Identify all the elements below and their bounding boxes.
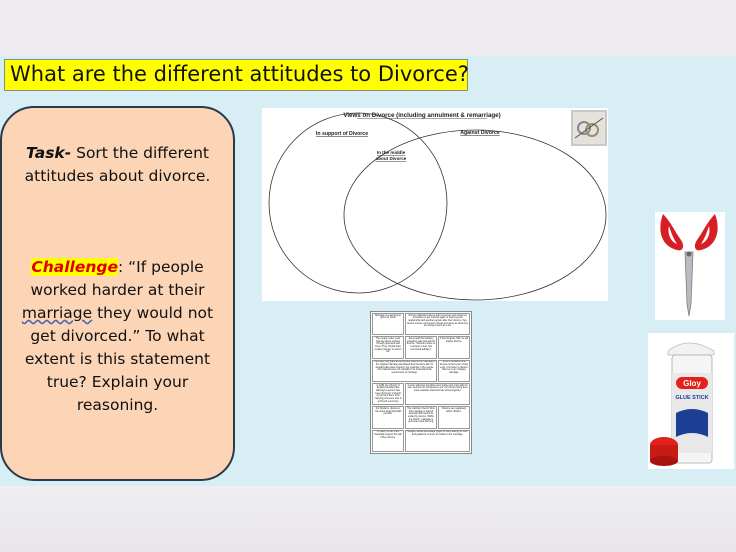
- slide-title[interactable]: What are the different attitudes to Divo…: [4, 59, 469, 91]
- challenge-text-after: they would not get divorced.” To what ex…: [24, 304, 214, 414]
- task-label: Task-: [26, 144, 72, 162]
- card: Divorce can negatively affect children.: [438, 406, 470, 429]
- card: The couple make vows that say about work…: [372, 336, 404, 359]
- task-card[interactable]: Task- Sort the different attitudes about…: [0, 106, 235, 481]
- venn-left-circle: [268, 112, 448, 294]
- card: If God forgives SIN, he will forgive div…: [438, 336, 470, 359]
- venn-middle-label-2: about Divorce: [376, 156, 407, 161]
- challenge-label: Challenge: [31, 258, 118, 276]
- card: Jesus said that adultery (cheating) was …: [405, 336, 437, 359]
- challenge-underlined-word: marriage: [21, 304, 93, 322]
- challenge-text: Challenge: “If people worked harder at t…: [12, 256, 223, 417]
- card: For Muslims, divorce is “the worst thing…: [372, 406, 404, 429]
- card: “A man will leave his father and mother …: [405, 383, 470, 406]
- task-text: Task- Sort the different attitudes about…: [16, 142, 219, 188]
- glue-stick-image[interactable]: Gloy GLUE STICK: [648, 333, 734, 469]
- card: The Pope may grant an annulment (cancel …: [372, 359, 437, 382]
- venn-right-circle: [343, 129, 607, 301]
- card: Roman Catholics believe that if a person…: [405, 313, 470, 336]
- card: In Islam, a man must financially support…: [372, 429, 404, 452]
- venn-heading: Views on Divorce (including annulment & …: [343, 112, 500, 119]
- glue-label-text: GLUE STICK: [675, 395, 708, 401]
- rings-photo: [571, 110, 607, 146]
- card: The Catholic Church think that marriage …: [405, 406, 437, 429]
- venn-right-label: Against Divorce: [460, 130, 500, 136]
- cut-out-cards-sheet[interactable]: Marriage is a sacrament given by Gods Ro…: [370, 311, 472, 454]
- card: Some Christians think divorce is the les…: [438, 359, 470, 382]
- venn-middle-label-1: In the middle: [377, 150, 406, 155]
- challenge-text-before: : “If people worked harder at their: [30, 258, 205, 299]
- glue-brand-text: Gloy: [683, 379, 701, 388]
- slide-footer-area: [0, 486, 736, 552]
- glue-stick-icon: Gloy GLUE STICK: [650, 342, 715, 466]
- card: Religion would encourage prayer to God, …: [405, 429, 470, 452]
- scissors-icon: [660, 214, 718, 317]
- card: Marriage is a sacrament given by Gods: [372, 313, 404, 336]
- venn-left-label: In support of Divorce: [316, 131, 368, 137]
- task-body: Sort the different attitudes about divor…: [24, 144, 211, 185]
- scissors-image[interactable]: [655, 212, 725, 320]
- venn-diagram-image[interactable]: Views on Divorce (including annulment & …: [262, 108, 608, 301]
- card: In 1981 the Church of England decided th…: [372, 383, 404, 406]
